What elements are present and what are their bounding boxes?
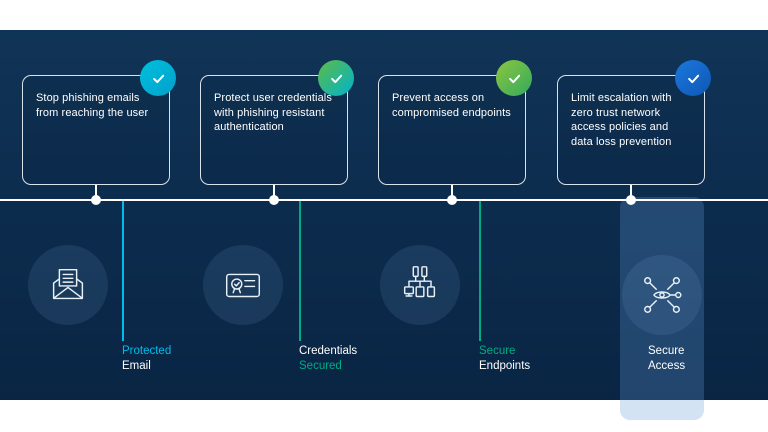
timeline-axis (0, 199, 768, 201)
open-email-document-icon (52, 268, 84, 300)
timeline-dot (447, 195, 457, 205)
timeline-dot (626, 195, 636, 205)
label-line-accent: Protected (122, 345, 172, 357)
card-connector-line (273, 185, 275, 200)
protected-email-icon-circle (28, 245, 108, 325)
card-connector-line (630, 185, 632, 200)
endpoint-devices-network-icon (403, 266, 436, 298)
checkmark-icon (330, 74, 342, 83)
step-card-text: Limit escalation with zero trust network… (571, 92, 672, 149)
check-badge-step4 (675, 60, 711, 96)
certificate-seal-icon (225, 273, 261, 298)
checkmark-icon (508, 74, 520, 83)
checkmark-icon (152, 74, 164, 83)
drop-line-secure-endpoints (479, 201, 481, 341)
step-card-text: Stop phishing emails from reaching the u… (36, 92, 149, 119)
label-line: Secure (648, 345, 685, 357)
timeline-dot (269, 195, 279, 205)
step-label-protected-email: Protected Email (122, 344, 171, 374)
diagram-stage: Stop phishing emails from reaching the u… (0, 30, 768, 420)
step-card-limit-escalation: Limit escalation with zero trust network… (557, 60, 711, 185)
check-badge-step1 (140, 60, 176, 96)
card-connector-line (95, 185, 97, 200)
label-line-accent: Secure (479, 345, 516, 357)
label-line: Endpoints (479, 360, 531, 372)
step-card-prevent-access: Prevent access on compromised endpoints (378, 60, 532, 185)
step-label-secure-endpoints: Secure Endpoints (479, 344, 530, 374)
card-connector-line (451, 185, 453, 200)
step-card-text: Prevent access on compromised endpoints (392, 92, 511, 119)
step-label-secure-access: Secure Access (648, 344, 685, 374)
check-badge-step3 (496, 60, 532, 96)
timeline-dot (91, 195, 101, 205)
drop-line-credentials-secured (299, 201, 301, 341)
label-line: Email (122, 360, 151, 372)
step-card-protect-credentials: Protect user credentials with phishing r… (200, 60, 354, 185)
secure-access-highlight-panel (620, 197, 704, 420)
label-line-accent: Secured (299, 360, 342, 372)
credentials-icon-circle (203, 245, 283, 325)
check-badge-step2 (318, 60, 354, 96)
secure-access-icon-circle (622, 255, 702, 335)
step-card-text: Protect user credentials with phishing r… (214, 92, 332, 134)
label-line: Credentials (299, 345, 358, 357)
drop-line-protected-email (122, 201, 124, 341)
endpoints-icon-circle (380, 245, 460, 325)
checkmark-icon (687, 74, 699, 83)
label-line: Access (648, 360, 686, 372)
zero-trust-access-network-icon (644, 277, 682, 313)
step-card-stop-phishing: Stop phishing emails from reaching the u… (22, 60, 176, 185)
step-label-credentials-secured: Credentials Secured (299, 344, 357, 374)
